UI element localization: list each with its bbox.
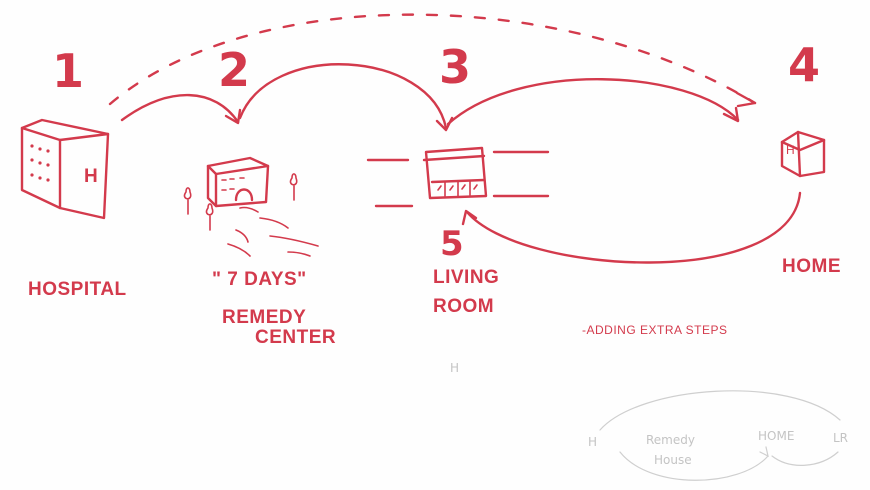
faint-node-lr: LR <box>833 431 848 445</box>
dashed-arrowhead-4 <box>735 91 757 108</box>
label-hospital: HOSPITAL <box>28 279 127 300</box>
faint-node-home: HOME <box>758 429 794 443</box>
arrowhead-4 <box>722 106 740 123</box>
faint-arc-right <box>771 451 839 466</box>
label-living-line-2: ROOM <box>433 296 494 317</box>
arrow-1-to-2 <box>120 93 240 124</box>
arrow-2-to-3 <box>238 63 448 130</box>
faint-node-h: H <box>588 435 597 449</box>
step-number-3: 3 <box>439 40 471 94</box>
label-living-line-1: LIVING <box>433 267 499 288</box>
arrowhead-2 <box>224 108 242 125</box>
step-number-5: 5 <box>440 224 464 264</box>
dashed-arrow-1-to-4 <box>108 13 757 106</box>
faint-arc-bottom <box>619 451 769 481</box>
home-letter: H <box>786 143 795 157</box>
arrow-4-to-5 <box>465 191 802 264</box>
label-remedy-line-1: " 7 DAYS" <box>212 269 307 290</box>
label-remedy-line-3: CENTER <box>255 327 336 348</box>
living-room-couch-icon <box>366 146 550 208</box>
hospital-building-icon: H <box>20 118 110 220</box>
faint-node-remedy: Remedy <box>646 433 695 447</box>
remedy-center-building-icon <box>183 156 319 257</box>
step-number-2: 2 <box>218 43 250 97</box>
arrowhead-5 <box>461 209 478 226</box>
label-remedy-line-2: REMEDY <box>222 307 306 328</box>
faint-sketch: H H Remedy House HOME LR <box>450 361 848 481</box>
faint-arrowhead <box>759 446 769 458</box>
hospital-letter: H <box>84 166 98 187</box>
note-extra-steps: -ADDING EXTRA STEPS <box>582 323 728 337</box>
arrow-3-to-4 <box>446 78 740 126</box>
faint-node-house: House <box>654 453 692 467</box>
step-number-1: 1 <box>52 44 84 98</box>
small-house-icon: H <box>780 130 826 178</box>
label-home: HOME <box>782 256 841 277</box>
step-number-4: 4 <box>788 38 820 92</box>
faint-stray-letter: H <box>450 361 459 375</box>
faint-arc-top <box>599 390 841 431</box>
